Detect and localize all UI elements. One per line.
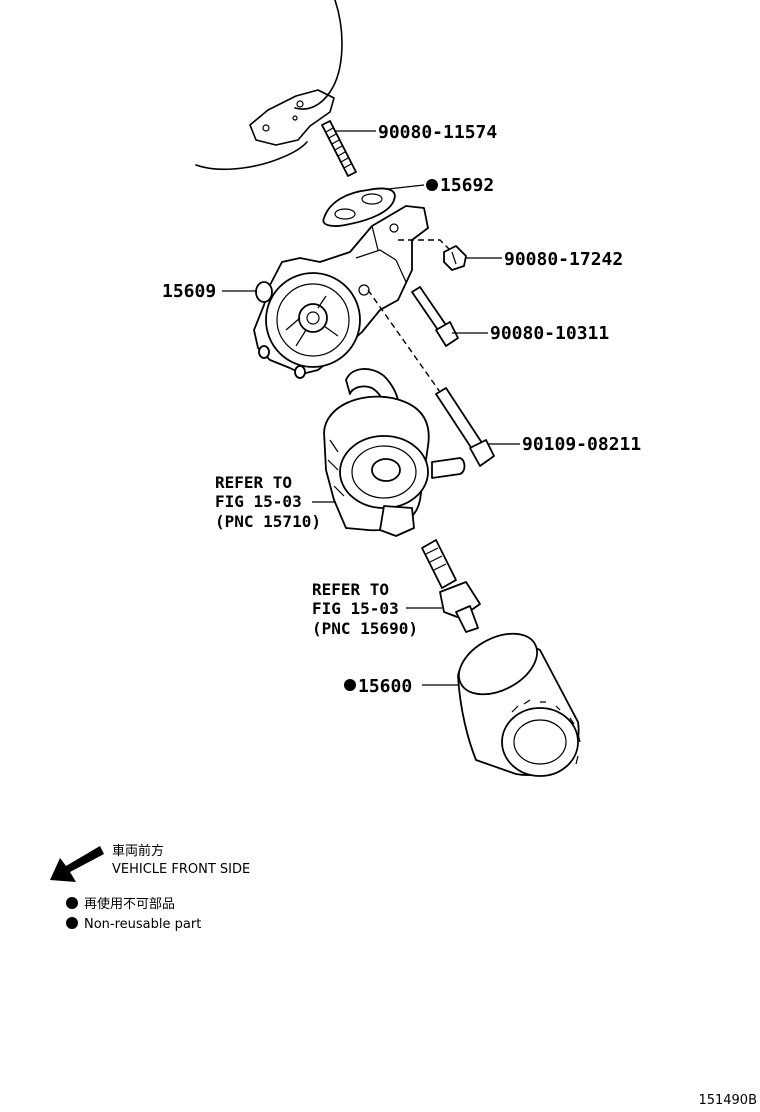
ref-union-line3[interactable]: (PNC 15690)	[312, 619, 418, 638]
ref-cooler-line2[interactable]: FIG 15-03	[215, 492, 302, 511]
label-bracket[interactable]: 15609	[162, 281, 216, 302]
legend-front-jp: 車両前方	[112, 843, 164, 859]
engine-block-outline	[195, 0, 343, 171]
oil-cooler-part	[323, 368, 466, 537]
legend-nonreusable-jp: 再使用不可部品	[84, 896, 175, 912]
oil-filter-part	[457, 632, 581, 777]
legend-nonreusable-en: Non-reusable part	[84, 917, 201, 932]
label-bolt[interactable]: 90080-10311	[490, 323, 609, 344]
bolt-part	[411, 286, 459, 347]
ref-cooler-line3[interactable]: (PNC 15710)	[215, 512, 321, 531]
gasket-part	[322, 187, 396, 227]
nut-part	[398, 239, 467, 271]
legend-nonreusable-dot-en	[66, 917, 78, 929]
label-gasket[interactable]: 15692	[440, 175, 494, 196]
nonreusable-marker-oil-filter	[344, 679, 356, 691]
label-long-bolt[interactable]: 90109-08211	[522, 434, 641, 455]
legend: 車両前方 VEHICLE FRONT SIDE 再使用不可部品 Non-reus…	[50, 843, 250, 932]
label-oil-filter[interactable]: 15600	[358, 676, 412, 697]
legend-nonreusable-dot-jp	[66, 897, 78, 909]
leader-lines	[222, 130, 520, 686]
front-arrow-icon	[50, 846, 104, 882]
legend-front-en: VEHICLE FRONT SIDE	[112, 862, 250, 877]
nonreusable-marker-gasket	[426, 179, 438, 191]
ref-cooler-line1[interactable]: REFER TO	[215, 473, 292, 492]
ref-union-line1[interactable]: REFER TO	[312, 580, 389, 599]
union-part	[421, 539, 481, 633]
ref-union-line2[interactable]: FIG 15-03	[312, 599, 399, 618]
stud-bolt-part	[321, 120, 357, 177]
long-bolt-part	[367, 289, 495, 467]
label-nut[interactable]: 90080-17242	[504, 249, 623, 270]
figure-id: 151490B	[698, 1093, 757, 1108]
bracket-part	[253, 205, 429, 379]
label-stud-bolt[interactable]: 90080-11574	[378, 122, 497, 143]
